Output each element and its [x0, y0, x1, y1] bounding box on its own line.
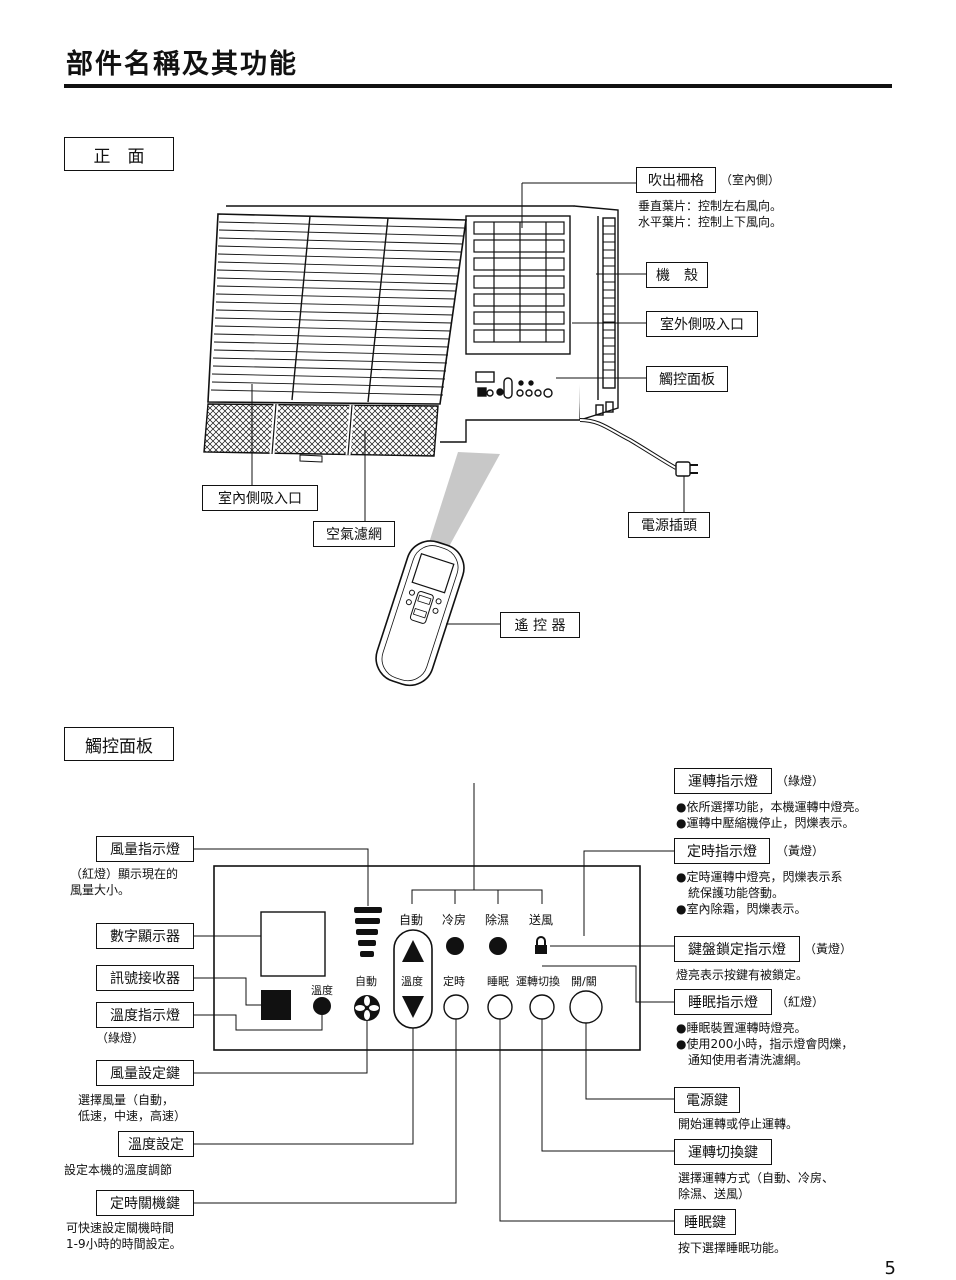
temp-light-desc: （綠燈） — [96, 1031, 145, 1045]
label-temp-light: 溫度指示燈 — [96, 1002, 194, 1028]
sleep-button-label: 睡眠 — [487, 975, 509, 988]
page-number: 5 — [884, 1258, 896, 1279]
desc-line: （紅燈）顯示現在的 — [70, 867, 179, 881]
label-touch-panel: 觸控面板 — [646, 366, 728, 392]
desc-line: 1-9小時的時間設定。 — [66, 1237, 182, 1251]
mode-auto-label: 自動 — [399, 913, 424, 927]
lock-light-note: （黃燈） — [804, 942, 853, 956]
label-run-light: 運轉指示燈 — [674, 768, 772, 794]
timer-light-desc: ●定時運轉中燈亮，閃爍表示系 統保護功能啓動。 ●室內除霜，閃爍表示。 — [676, 869, 842, 917]
desc-line: ●定時運轉中燈亮，閃爍表示系 — [676, 870, 843, 884]
sleep-light-desc: ●睡眠裝置運轉時燈亮。 ●使用200小時，指示燈會閃爍， 通知使用者清洗濾網。 — [676, 1020, 853, 1068]
power-button-label: 開/關 — [571, 975, 597, 988]
label-power-plug: 電源插頭 — [628, 512, 710, 538]
label-temp-set: 溫度設定 — [118, 1131, 194, 1157]
timer-button-label: 定時 — [443, 975, 465, 988]
run-light-desc: ●依所選擇功能，本機運轉中燈亮。 ●運轉中壓縮機停止，閃爍表示。 — [676, 799, 866, 831]
outlet-grille-desc: 垂直葉片：控制左右風向。 水平葉片：控制上下風向。 — [638, 198, 782, 230]
temp-key-label: 溫度 — [401, 975, 423, 988]
desc-line: 選擇運轉方式（自動、冷房、 — [678, 1171, 835, 1185]
label-fan-key: 風量設定鍵 — [96, 1060, 194, 1086]
label-timer-key: 定時關機鍵 — [96, 1190, 194, 1216]
desc-line: 風量大小。 — [70, 883, 131, 897]
fan-key-desc: 選擇風量（自動， 低速，中速，高速） — [78, 1092, 186, 1124]
mode-fan-label: 送風 — [529, 913, 554, 927]
label-outdoor-intake: 室外側吸入口 — [646, 311, 758, 337]
fan-auto-label: 自動 — [355, 975, 377, 988]
desc-line: ●運轉中壓縮機停止，閃爍表示。 — [676, 816, 855, 830]
desc-line: ●使用200小時，指示燈會閃爍， — [676, 1037, 854, 1051]
label-cabinet: 機 殼 — [646, 262, 708, 288]
desc-line: ●依所選擇功能，本機運轉中燈亮。 — [676, 800, 867, 814]
label-timer-light: 定時指示燈 — [674, 838, 770, 864]
desc-line: ●睡眠裝置運轉時燈亮。 — [676, 1021, 807, 1035]
fan-light-desc: （紅燈）顯示現在的 風量大小。 — [70, 866, 178, 898]
sleep-light-note: （紅燈） — [776, 995, 825, 1009]
label-sleep-light: 睡眠指示燈 — [674, 989, 772, 1015]
section-panel: 觸控面板 — [64, 727, 174, 761]
label-display: 數字顯示器 — [96, 923, 194, 949]
outlet-grille-desc-line: 水平葉片：控制上下風向。 — [638, 215, 783, 229]
outlet-grille-note: （室內側） — [720, 173, 781, 187]
label-sleep-key: 睡眠鍵 — [674, 1209, 736, 1235]
title-rule — [64, 84, 892, 88]
label-remote: 遙 控 器 — [500, 612, 580, 638]
desc-line: 通知使用者清洗濾網。 — [676, 1053, 809, 1067]
desc-line: 統保護功能啓動。 — [676, 886, 785, 900]
label-outlet-grille: 吹出柵格 — [636, 167, 716, 193]
desc-line: 選擇風量（自動， — [78, 1093, 175, 1107]
label-air-filter: 空氣濾網 — [313, 521, 395, 547]
desc-line: 低速，中速，高速） — [78, 1109, 187, 1123]
label-lock-light: 鍵盤鎖定指示燈 — [674, 936, 800, 962]
desc-line: 除濕、送風） — [678, 1187, 751, 1201]
lock-light-desc: 燈亮表示按鍵有被鎖定。 — [676, 968, 809, 982]
temp-indicator-label: 溫度 — [311, 984, 333, 997]
label-power-key: 電源鍵 — [674, 1087, 740, 1113]
sleep-key-desc: 按下選擇睡眠功能。 — [678, 1241, 787, 1255]
mode-button-label: 運轉切換 — [516, 975, 560, 988]
label-fan-light: 風量指示燈 — [96, 836, 194, 862]
power-key-desc: 開始運轉或停止運轉。 — [678, 1117, 799, 1131]
timer-light-note: （黃燈） — [776, 844, 825, 858]
label-receiver: 訊號接收器 — [96, 965, 194, 991]
mode-cool-label: 冷房 — [442, 913, 467, 927]
label-indoor-intake: 室內側吸入口 — [202, 485, 318, 511]
desc-line: 可快速設定關機時間 — [66, 1221, 175, 1235]
mode-dry-label: 除濕 — [485, 913, 510, 927]
timer-key-desc: 可快速設定關機時間 1-9小時的時間設定。 — [66, 1220, 182, 1252]
run-light-note: （綠燈） — [776, 774, 825, 788]
section-front: 正 面 — [64, 137, 174, 171]
temp-set-desc: 設定本機的溫度調節 — [64, 1163, 173, 1177]
desc-line: ●室內除霜，閃爍表示。 — [676, 902, 807, 916]
page-title: 部件名稱及其功能 — [66, 49, 298, 80]
mode-key-desc: 選擇運轉方式（自動、冷房、 除濕、送風） — [678, 1170, 834, 1202]
label-mode-key: 運轉切換鍵 — [674, 1139, 772, 1165]
outlet-grille-desc-line: 垂直葉片：控制左右風向。 — [638, 199, 783, 213]
